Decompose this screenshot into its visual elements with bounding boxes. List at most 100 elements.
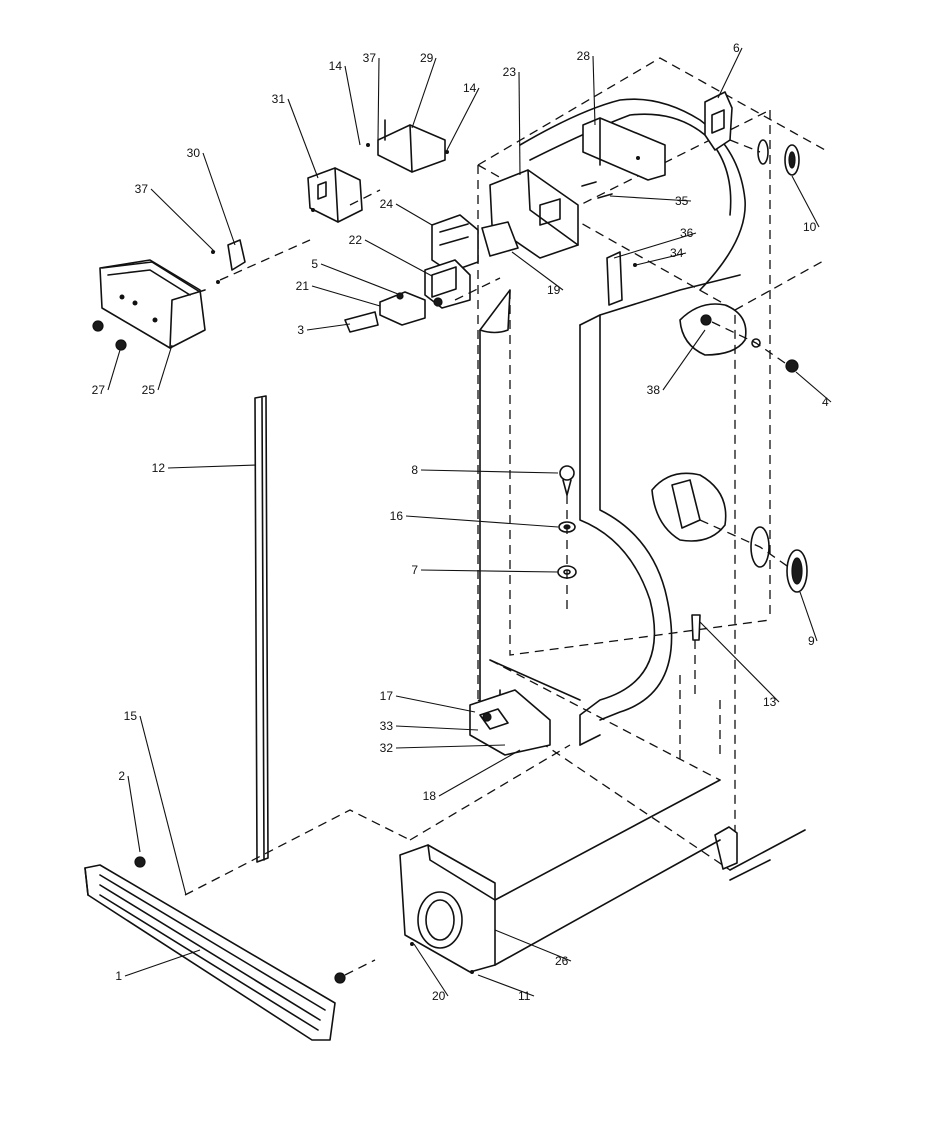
callout-leader	[139, 715, 187, 896]
callout-layer: 1234567891011121314141516171819202122232…	[92, 41, 832, 1003]
callout-label: 24	[380, 197, 394, 211]
callout-leader	[377, 57, 380, 141]
callout-label: 34	[670, 246, 684, 260]
callout-label: 4	[822, 395, 829, 409]
callout-leader	[635, 252, 687, 266]
callout-leader	[306, 323, 351, 331]
part-29-mount-bracket	[366, 119, 449, 173]
callout-36: 36	[613, 226, 697, 259]
assembly-dash-lines	[184, 139, 791, 976]
callout-label: 18	[423, 789, 437, 803]
callout-leader	[150, 188, 216, 253]
callout-leader	[320, 263, 399, 295]
callout-leader	[662, 329, 706, 391]
callout-label: 9	[808, 634, 815, 648]
callout-leader	[157, 344, 173, 391]
callout-label: 25	[142, 383, 156, 397]
callout-7: 7	[411, 563, 559, 577]
callout-leader	[124, 949, 201, 977]
part-24-22-21-thermostat-parts	[344, 214, 479, 333]
callout-label: 32	[380, 741, 394, 755]
part-27-knob	[92, 320, 127, 351]
part-31-switch-box	[307, 167, 363, 223]
callout-1: 1	[115, 949, 201, 983]
callout-label: 14	[329, 59, 343, 73]
part-13-screw	[691, 614, 701, 641]
callout-leader	[717, 47, 743, 99]
callout-label: 20	[432, 989, 446, 1003]
callout-label: 17	[380, 689, 394, 703]
callout-leader	[494, 929, 572, 962]
callout-label: 28	[577, 49, 591, 63]
part-6-bracket	[704, 91, 733, 151]
callout-17: 17	[380, 689, 476, 713]
callout-leader	[420, 569, 559, 573]
callout-label: 8	[411, 463, 418, 477]
callout-leader	[613, 232, 697, 259]
callout-label: 13	[763, 695, 777, 709]
callout-label: 23	[503, 65, 517, 79]
callout-12: 12	[152, 461, 257, 475]
callout-2: 2	[118, 769, 141, 853]
callout-35: 35	[609, 194, 692, 208]
callout-29: 29	[411, 51, 437, 129]
callout-22: 22	[349, 233, 433, 277]
callout-18: 18	[423, 749, 521, 803]
callout-leader	[438, 749, 521, 797]
callout-28: 28	[577, 49, 596, 126]
callout-leader	[311, 285, 381, 307]
callout-label: 7	[411, 563, 418, 577]
callout-label: 27	[92, 383, 106, 397]
part-9-light-shield	[651, 472, 808, 593]
callout-24: 24	[380, 197, 433, 226]
callout-10: 10	[791, 175, 820, 234]
callout-8: 8	[411, 463, 559, 477]
callout-leader	[405, 515, 559, 528]
callout-label: 31	[272, 92, 286, 106]
callout-label: 35	[675, 194, 689, 208]
part-2-screw	[134, 856, 346, 984]
callout-leader	[364, 239, 433, 277]
part-25-control-housing	[99, 259, 206, 349]
callout-label: 37	[135, 182, 149, 196]
callout-leader	[395, 744, 506, 749]
callout-14: 14	[446, 81, 480, 151]
callout-leader	[411, 57, 437, 129]
callout-5: 5	[311, 257, 399, 295]
callout-leader	[477, 974, 535, 997]
callout-leader	[511, 251, 564, 291]
part-26-fan-cover	[399, 844, 496, 974]
callout-37: 37	[363, 51, 380, 141]
callout-label: 36	[680, 226, 694, 240]
callout-leader	[795, 371, 832, 403]
callout-label: 37	[363, 51, 377, 65]
callout-label: 33	[380, 719, 394, 733]
callout-20: 20	[413, 943, 449, 1003]
callout-38: 38	[647, 329, 706, 397]
callout-leader	[592, 55, 596, 126]
callout-34: 34	[635, 246, 687, 266]
callout-leader	[420, 469, 559, 474]
callout-21: 21	[296, 279, 381, 307]
part-10-cap	[757, 139, 800, 176]
part-1-kickplate-grille	[84, 864, 336, 1041]
callout-leader	[395, 203, 433, 226]
callout-leader	[609, 195, 692, 202]
callout-label: 14	[463, 81, 477, 95]
part-38-grommet	[679, 303, 799, 373]
callout-label: 1	[115, 969, 122, 983]
callout-label: 15	[124, 709, 138, 723]
callout-9: 9	[799, 591, 818, 648]
callout-leader	[699, 621, 780, 703]
callout-leader	[344, 65, 361, 146]
callout-37: 37	[135, 182, 216, 253]
callout-label: 12	[152, 461, 166, 475]
callout-label: 29	[420, 51, 434, 65]
callout-label: 5	[311, 257, 318, 271]
callout-27: 27	[92, 349, 121, 397]
callout-11: 11	[477, 974, 535, 1003]
callout-label: 21	[296, 279, 310, 293]
callout-23: 23	[503, 65, 521, 176]
callout-label: 38	[647, 383, 661, 397]
